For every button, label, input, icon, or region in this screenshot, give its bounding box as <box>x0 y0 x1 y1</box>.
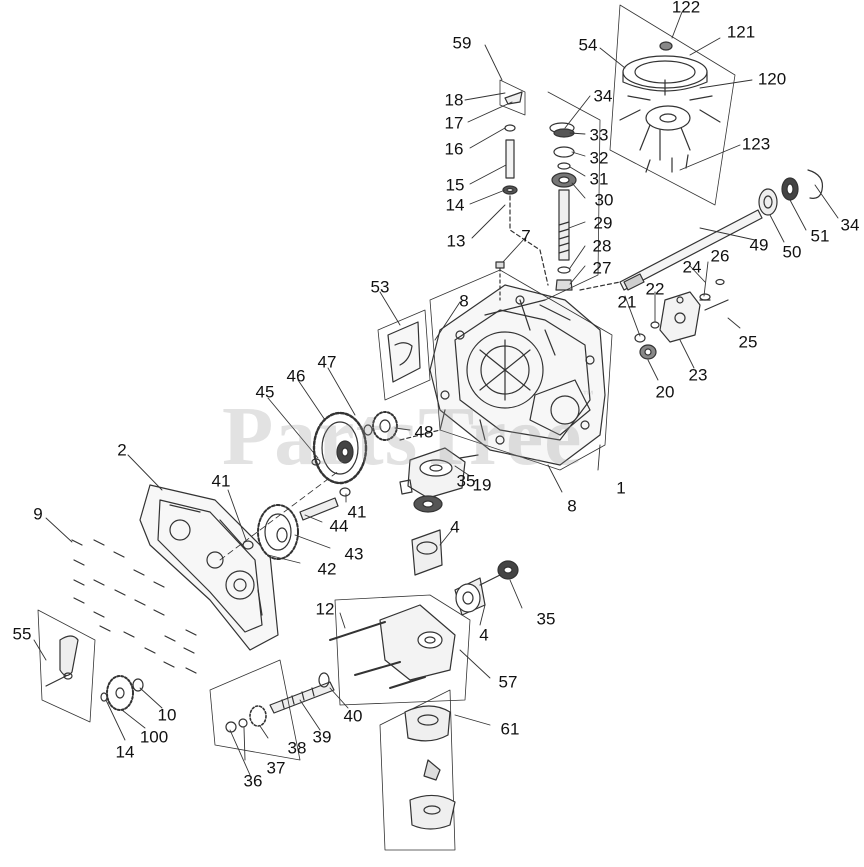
callout-46[interactable]: 46 <box>286 366 306 386</box>
callout-123[interactable]: 123 <box>741 134 771 154</box>
control-shaft-stack <box>499 79 549 286</box>
callout-10[interactable]: 10 <box>157 705 177 725</box>
callout-27[interactable]: 27 <box>592 258 612 278</box>
callout-21[interactable]: 21 <box>617 292 637 312</box>
sprocket-100-shaft-39 <box>100 659 335 761</box>
callout-50[interactable]: 50 <box>782 242 802 262</box>
callout-53[interactable]: 53 <box>370 277 390 297</box>
callout-35b[interactable]: 35 <box>536 609 556 629</box>
callout-8b[interactable]: 8 <box>567 496 577 516</box>
callout-54[interactable]: 54 <box>578 35 598 55</box>
callout-12[interactable]: 12 <box>315 599 335 619</box>
callout-13[interactable]: 13 <box>446 231 466 251</box>
callout-45[interactable]: 45 <box>255 382 275 402</box>
watermark-text: PartsTree <box>222 390 583 483</box>
axle-shaft <box>579 169 824 291</box>
callout-51[interactable]: 51 <box>810 226 830 246</box>
callout-61[interactable]: 61 <box>500 719 520 739</box>
housing-assembly-outline <box>429 269 613 471</box>
callout-19[interactable]: 19 <box>472 475 492 495</box>
bolt-7 <box>495 261 505 301</box>
callout-34b[interactable]: 34 <box>840 215 860 235</box>
callout-43[interactable]: 43 <box>344 544 364 564</box>
callout-34[interactable]: 34 <box>593 86 613 106</box>
callout-7[interactable]: 7 <box>521 226 531 246</box>
callout-22[interactable]: 22 <box>645 279 665 299</box>
callout-29[interactable]: 29 <box>593 213 613 233</box>
callout-20[interactable]: 20 <box>655 382 675 402</box>
callout-44[interactable]: 44 <box>329 516 349 536</box>
gear-train-upper <box>311 411 441 485</box>
callout-39[interactable]: 39 <box>312 727 332 747</box>
callout-28[interactable]: 28 <box>592 236 612 256</box>
cover-bolts <box>71 539 197 674</box>
callout-30[interactable]: 30 <box>594 190 614 210</box>
callout-57[interactable]: 57 <box>498 672 518 692</box>
callout-59[interactable]: 59 <box>452 33 472 53</box>
callout-121[interactable]: 121 <box>726 22 756 42</box>
callout-4b[interactable]: 4 <box>479 625 489 645</box>
callout-15[interactable]: 15 <box>445 175 465 195</box>
lower-valve-assembly <box>329 594 471 706</box>
side-cover <box>139 484 279 651</box>
callout-24[interactable]: 24 <box>682 257 702 277</box>
callout-55[interactable]: 55 <box>12 624 32 644</box>
callout-33[interactable]: 33 <box>589 125 609 145</box>
callout-42[interactable]: 42 <box>317 559 337 579</box>
callout-35[interactable]: 35 <box>456 471 476 491</box>
callout-36[interactable]: 36 <box>243 771 263 791</box>
callout-16[interactable]: 16 <box>444 139 464 159</box>
input-shaft-stack <box>544 91 601 301</box>
callout-8[interactable]: 8 <box>459 291 469 311</box>
callout-2[interactable]: 2 <box>117 440 127 460</box>
center-block <box>399 447 519 616</box>
callout-120[interactable]: 120 <box>757 69 787 89</box>
callout-18[interactable]: 18 <box>444 90 464 110</box>
callout-38[interactable]: 38 <box>287 738 307 758</box>
control-arm-55 <box>37 609 96 723</box>
callout-25[interactable]: 25 <box>738 332 758 352</box>
brake-bracket <box>634 278 729 360</box>
callout-48[interactable]: 48 <box>414 422 434 442</box>
callout-4[interactable]: 4 <box>450 517 460 537</box>
cover-plate-53 <box>377 309 431 401</box>
callout-1[interactable]: 1 <box>616 478 626 498</box>
bottom-cover-61 <box>379 689 456 851</box>
callout-37[interactable]: 37 <box>266 758 286 778</box>
main-housing <box>429 284 606 466</box>
callout-31[interactable]: 31 <box>589 169 609 189</box>
trademark-symbol: ™ <box>582 388 596 402</box>
callout-9[interactable]: 9 <box>33 504 43 524</box>
callout-23[interactable]: 23 <box>688 365 708 385</box>
callout-14[interactable]: 14 <box>445 195 465 215</box>
callout-41b[interactable]: 41 <box>347 502 367 522</box>
partstree-watermark: PartsTree™ <box>222 388 595 485</box>
callout-41[interactable]: 41 <box>211 471 231 491</box>
fan-pulley-assembly <box>609 4 736 206</box>
callout-100[interactable]: 100 <box>139 727 169 747</box>
callout-32[interactable]: 32 <box>589 148 609 168</box>
callout-40[interactable]: 40 <box>343 706 363 726</box>
leader-lines <box>33 11 839 776</box>
callout-14b[interactable]: 14 <box>115 742 135 762</box>
gear-43-shaft-44 <box>219 469 351 561</box>
callout-26[interactable]: 26 <box>710 246 730 266</box>
callout-17[interactable]: 17 <box>444 113 464 133</box>
callout-47[interactable]: 47 <box>317 352 337 372</box>
callout-49[interactable]: 49 <box>749 235 769 255</box>
callout-122[interactable]: 122 <box>671 0 701 17</box>
